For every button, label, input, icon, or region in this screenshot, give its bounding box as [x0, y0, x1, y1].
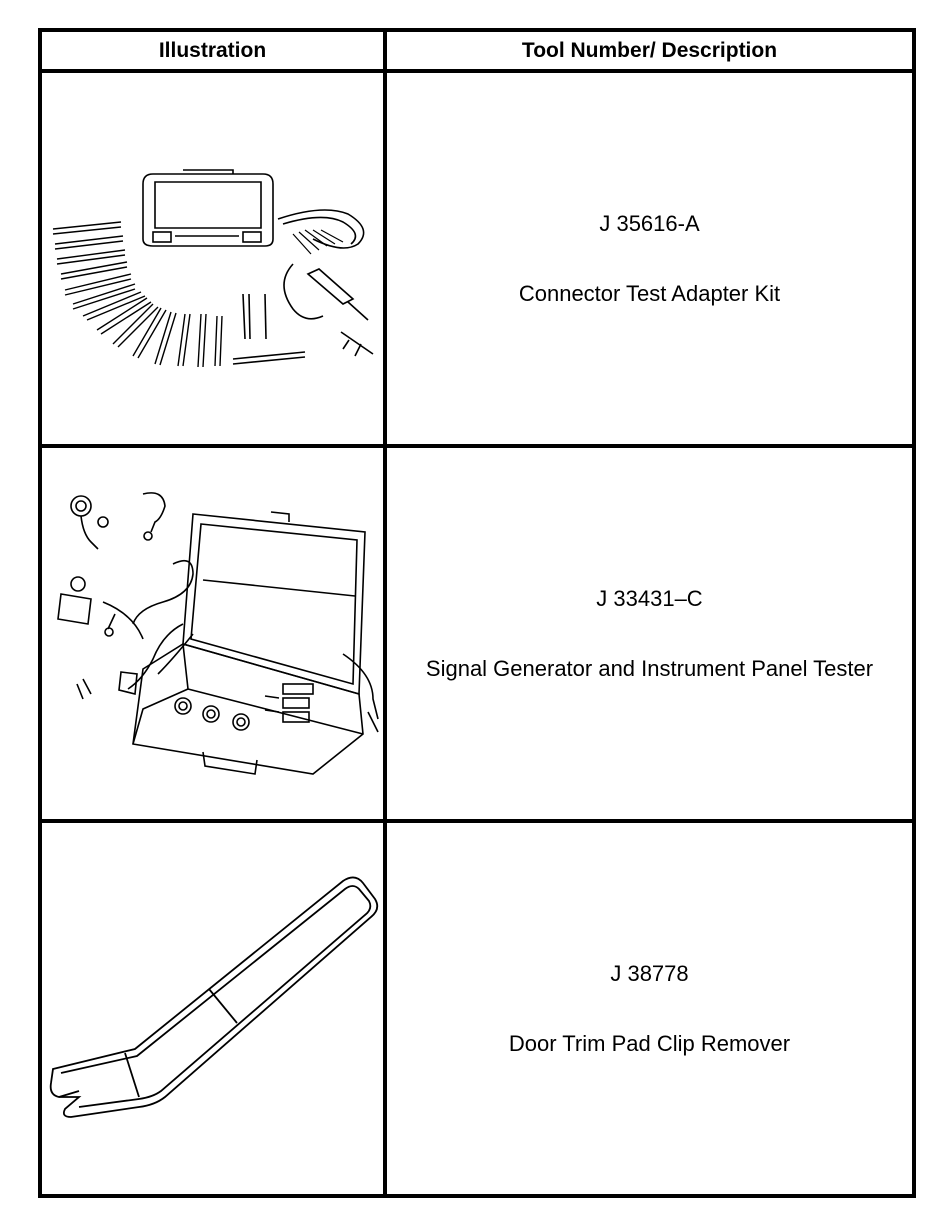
- table-row: J 38778 Door Trim Pad Clip Remover: [38, 819, 916, 1198]
- tool-number: J 38778: [610, 960, 689, 986]
- illustration-cell: [38, 819, 387, 1198]
- illustration-cell: [38, 69, 387, 448]
- header-row: Illustration Tool Number/ Description: [38, 28, 916, 73]
- description-cell: J 33431–C Signal Generator and Instrumen…: [383, 444, 916, 823]
- signal-generator-tester-illustration: [56, 491, 379, 775]
- header-tool-description: Tool Number/ Description: [383, 28, 916, 73]
- connector-test-adapter-kit-illustration: [52, 168, 373, 367]
- header-illustration: Illustration: [38, 28, 387, 73]
- tool-description: Door Trim Pad Clip Remover: [508, 1030, 791, 1056]
- tool-table: Illustration Tool Number/ Description: [38, 28, 916, 1198]
- illustration-cell: [38, 444, 387, 823]
- tool-number: J 35616-A: [599, 210, 700, 236]
- tool-number: J 33431–C: [596, 585, 703, 611]
- tool-description: Connector Test Adapter Kit: [518, 280, 781, 306]
- table-row: J 33431–C Signal Generator and Instrumen…: [38, 444, 916, 823]
- description-cell: J 35616-A Connector Test Adapter Kit: [383, 69, 916, 448]
- tool-description: Signal Generator and Instrument Panel Te…: [425, 655, 874, 681]
- description-cell: J 38778 Door Trim Pad Clip Remover: [383, 819, 916, 1198]
- table-row: J 35616-A Connector Test Adapter Kit: [38, 69, 916, 448]
- door-trim-pad-clip-remover-illustration: [49, 876, 378, 1118]
